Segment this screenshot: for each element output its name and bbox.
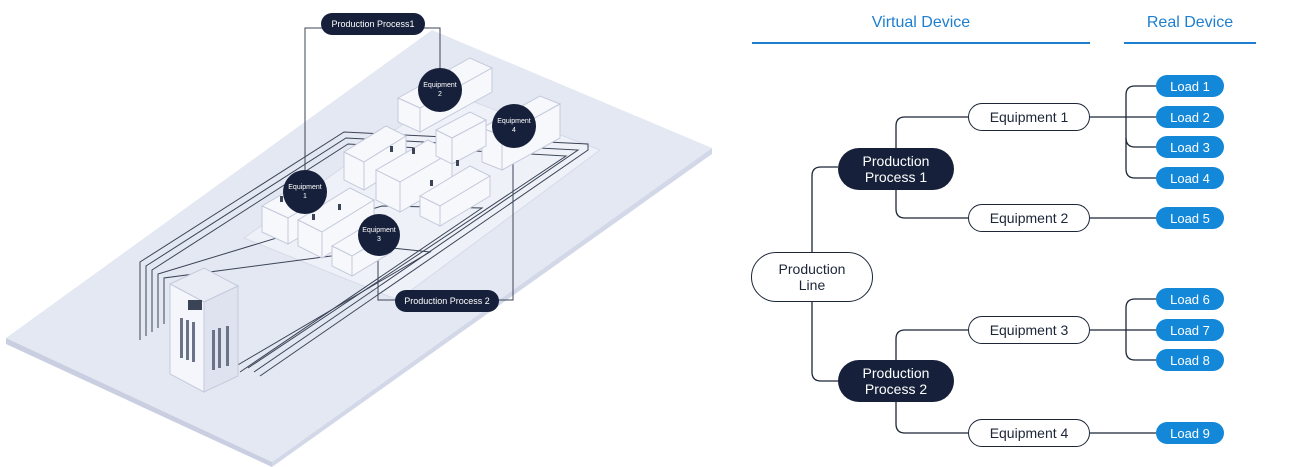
process1-scene-label: Production Process1 xyxy=(321,13,425,35)
load-1-node[interactable]: Load 1 xyxy=(1156,75,1224,97)
load-4-node[interactable]: Load 4 xyxy=(1156,167,1224,189)
load-3-node[interactable]: Load 3 xyxy=(1156,136,1224,158)
real-device-header: Real Device xyxy=(1146,14,1234,31)
load-8-node[interactable]: Load 8 xyxy=(1156,349,1224,371)
electrical-cabinet xyxy=(168,267,240,393)
equipment-3-node[interactable]: Equipment 3 xyxy=(968,316,1090,344)
factory-illustration: Production Process1 Production Process 2… xyxy=(6,13,712,467)
real-device-underline xyxy=(1124,42,1256,44)
equipment-2-node[interactable]: Equipment 2 xyxy=(968,204,1090,232)
load-5-node[interactable]: Load 5 xyxy=(1156,207,1224,229)
load-6-node[interactable]: Load 6 xyxy=(1156,288,1224,310)
virtual-device-underline xyxy=(752,42,1090,44)
equipment-4-node[interactable]: Equipment 4 xyxy=(968,419,1090,447)
load-2-node[interactable]: Load 2 xyxy=(1156,106,1224,128)
load-7-node[interactable]: Load 7 xyxy=(1156,319,1224,341)
process2-scene-label: Production Process 2 xyxy=(395,290,499,312)
equipment-1-node[interactable]: Equipment 1 xyxy=(968,103,1090,131)
floor-left-edge xyxy=(6,338,272,467)
virtual-device-header: Virtual Device xyxy=(871,14,971,31)
load-9-node[interactable]: Load 9 xyxy=(1156,422,1224,444)
